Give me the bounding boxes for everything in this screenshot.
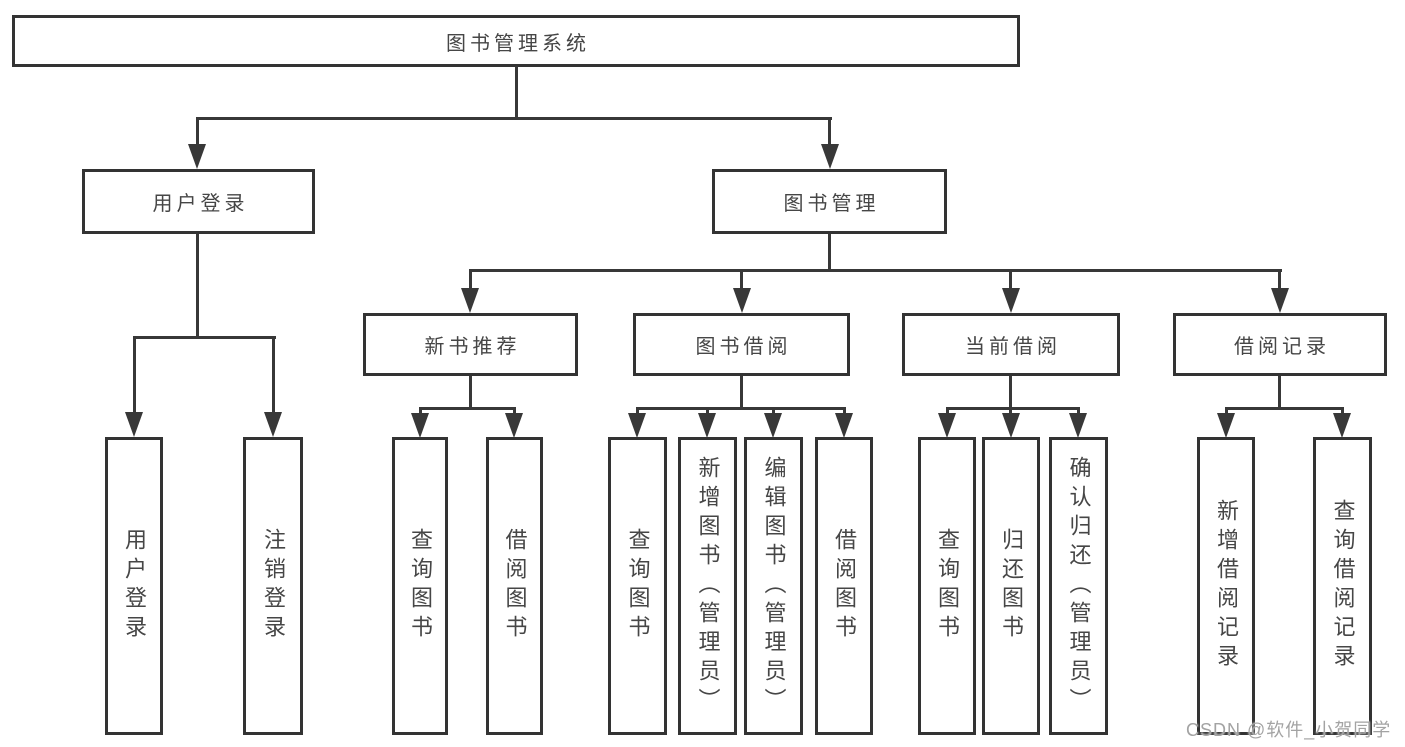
arrow-down-icon xyxy=(1002,413,1020,438)
connector-line xyxy=(469,269,472,293)
node-book-borrow: 图书借阅 xyxy=(633,313,850,376)
connector-line xyxy=(513,407,516,416)
connector-line xyxy=(419,407,422,416)
node-leaf-query-books-3: 查询图书 xyxy=(918,437,976,735)
node-root: 图书管理系统 xyxy=(12,15,1020,67)
node-leaf-query-borrow-record: 查询借阅记录 xyxy=(1313,437,1372,735)
connector-line xyxy=(515,66,518,119)
connector-line xyxy=(1077,407,1080,416)
arrow-down-icon xyxy=(938,413,956,438)
connector-line xyxy=(946,407,949,416)
arrow-down-icon xyxy=(411,413,429,438)
node-leaf-query-books-1: 查询图书 xyxy=(392,437,448,735)
arrow-down-icon xyxy=(1069,413,1087,438)
connector-line xyxy=(469,269,1282,272)
node-user-login: 用户登录 xyxy=(82,169,315,234)
node-leaf-add-borrow-record: 新增借阅记录 xyxy=(1197,437,1255,735)
connector-line xyxy=(133,336,136,416)
arrow-down-icon xyxy=(835,413,853,438)
connector-line xyxy=(636,407,846,410)
arrow-down-icon xyxy=(698,413,716,438)
connector-line xyxy=(828,234,831,272)
arrow-down-icon xyxy=(1333,413,1351,438)
connector-line xyxy=(1009,269,1012,293)
connector-line xyxy=(1225,407,1228,416)
node-leaf-add-books-admin: 新增图书（管理员） xyxy=(678,437,737,735)
arrow-down-icon xyxy=(125,412,143,437)
node-leaf-borrow-books-1: 借阅图书 xyxy=(486,437,543,735)
node-book-mgmt: 图书管理 xyxy=(712,169,947,234)
connector-line xyxy=(1009,376,1012,409)
arrow-down-icon xyxy=(733,288,751,313)
connector-line xyxy=(772,407,775,416)
connector-line xyxy=(272,336,275,416)
connector-line xyxy=(133,336,276,339)
arrow-down-icon xyxy=(1002,288,1020,313)
arrow-down-icon xyxy=(1217,413,1235,438)
node-borrow-record: 借阅记录 xyxy=(1173,313,1387,376)
connector-line xyxy=(196,117,199,148)
connector-line xyxy=(740,376,743,409)
node-leaf-query-books-2: 查询图书 xyxy=(608,437,667,735)
connector-line xyxy=(196,117,832,120)
connector-line xyxy=(706,407,709,416)
connector-line xyxy=(636,407,639,416)
node-current-borrow: 当前借阅 xyxy=(902,313,1120,376)
arrow-down-icon xyxy=(821,144,839,169)
node-leaf-borrow-books-2: 借阅图书 xyxy=(815,437,873,735)
node-leaf-return-books: 归还图书 xyxy=(982,437,1040,735)
connector-line xyxy=(196,234,199,339)
csdn-watermark: CSDN @软件_小贺同学 xyxy=(1186,720,1392,740)
connector-line xyxy=(469,376,472,409)
arrow-down-icon xyxy=(264,412,282,437)
connector-line xyxy=(1341,407,1344,416)
connector-line xyxy=(828,117,831,148)
connector-line xyxy=(946,407,1080,410)
node-new-book-rec: 新书推荐 xyxy=(363,313,578,376)
connector-line xyxy=(1225,407,1344,410)
arrow-down-icon xyxy=(764,413,782,438)
node-leaf-user-login: 用户登录 xyxy=(105,437,163,735)
connector-line xyxy=(843,407,846,416)
arrow-down-icon xyxy=(1271,288,1289,313)
connector-line xyxy=(419,407,516,410)
node-leaf-confirm-return-admin: 确认归还（管理员） xyxy=(1049,437,1108,735)
node-leaf-edit-books-admin: 编辑图书（管理员） xyxy=(744,437,803,735)
arrow-down-icon xyxy=(188,144,206,169)
connector-line xyxy=(1278,376,1281,409)
connector-line xyxy=(740,269,743,293)
connector-line xyxy=(1278,269,1281,293)
node-leaf-logout: 注销登录 xyxy=(243,437,303,735)
arrow-down-icon xyxy=(628,413,646,438)
arrow-down-icon xyxy=(505,413,523,438)
arrow-down-icon xyxy=(461,288,479,313)
connector-line xyxy=(1009,407,1012,416)
